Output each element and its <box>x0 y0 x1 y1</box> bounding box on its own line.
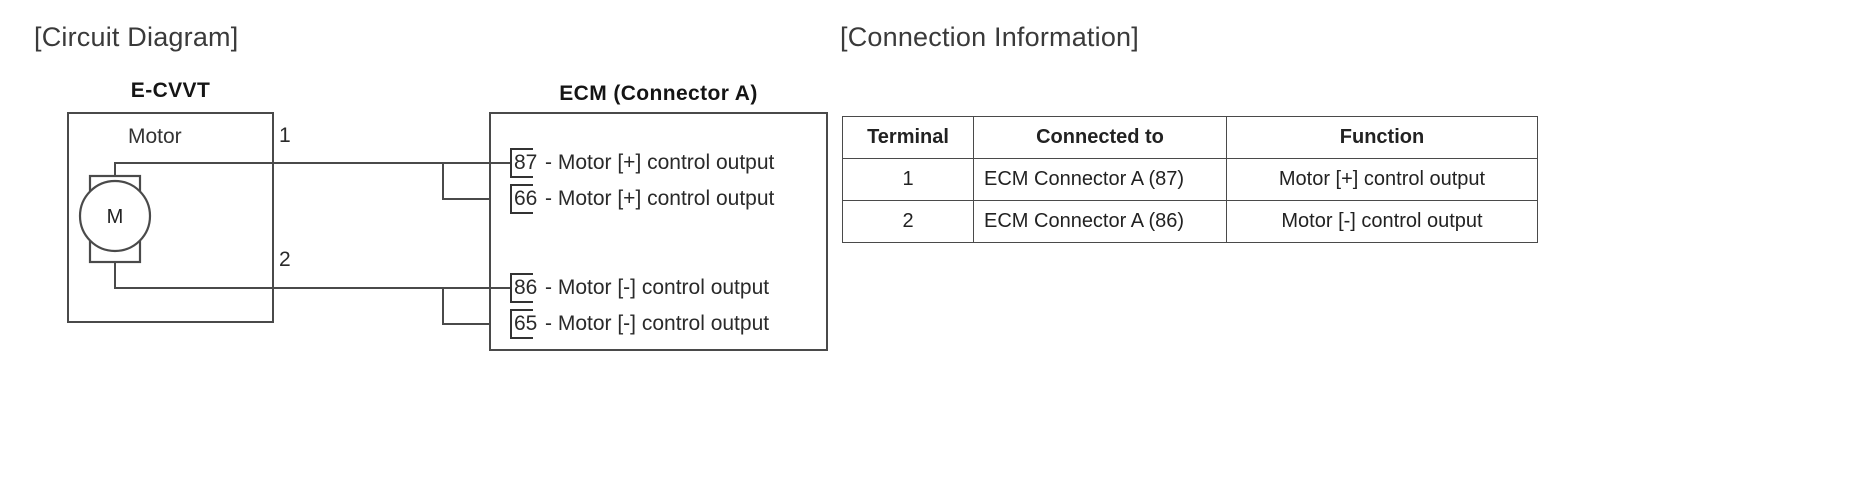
ecm-pin-row-66: 66 - Motor [+] control output <box>510 184 774 214</box>
terminal-number-2: 2 <box>279 248 291 271</box>
ecm-pin-row-87: 87 - Motor [+] control output <box>510 148 774 178</box>
cell-function: Motor [+] control output <box>1226 158 1538 201</box>
connection-information-table: Terminal Connected to Function 1 ECM Con… <box>842 116 1538 243</box>
cell-terminal: 1 <box>842 158 974 201</box>
motor-inner-label: Motor <box>128 125 182 148</box>
connection-information-header: [Connection Information] <box>840 22 1139 52</box>
pin-bracket-icon: 65 <box>510 309 538 339</box>
pin-bracket-icon: 66 <box>510 184 538 214</box>
cell-function: Motor [-] control output <box>1226 200 1538 243</box>
table-row: 2 ECM Connector A (86) Motor [-] control… <box>842 200 1538 243</box>
ecm-caption: ECM (Connector A) <box>559 82 758 105</box>
column-header-function: Function <box>1226 116 1538 159</box>
wire-branch-positive <box>441 163 490 201</box>
wire-motor-positive <box>113 161 273 175</box>
motor-circle <box>78 179 152 253</box>
pin-description: - Motor [-] control output <box>545 312 770 335</box>
pin-description: - Motor [-] control output <box>545 276 770 299</box>
pin-number: 65 <box>514 312 538 335</box>
pin-number: 87 <box>514 151 538 174</box>
circuit-diagram-graphic <box>66 111 829 352</box>
pin-number: 86 <box>514 276 538 299</box>
ecvvt-caption: E-CVVT <box>130 79 211 102</box>
column-header-terminal: Terminal <box>842 116 974 159</box>
pin-description: - Motor [+] control output <box>545 187 775 210</box>
wire-branch-negative <box>441 288 490 326</box>
table-header-row: Terminal Connected to Function <box>842 116 1538 159</box>
ecm-pin-row-65: 65 - Motor [-] control output <box>510 309 769 339</box>
pin-bracket-icon: 87 <box>510 148 538 178</box>
circuit-diagram-header: [Circuit Diagram] <box>34 22 239 52</box>
cell-connected-to: ECM Connector A (86) <box>973 200 1227 243</box>
table-row: 1 ECM Connector A (87) Motor [+] control… <box>842 158 1538 201</box>
cell-connected-to: ECM Connector A (87) <box>973 158 1227 201</box>
ecvvt-enclosure <box>66 111 275 324</box>
pin-bracket-icon: 86 <box>510 273 538 303</box>
wire-motor-negative <box>113 262 273 290</box>
ecm-enclosure <box>488 111 829 352</box>
ecm-pin-row-86: 86 - Motor [-] control output <box>510 273 769 303</box>
cell-terminal: 2 <box>842 200 974 243</box>
terminal-number-1: 1 <box>279 124 291 147</box>
motor-symbol-letter: M <box>106 206 124 228</box>
column-header-connected-to: Connected to <box>973 116 1227 159</box>
pin-description: - Motor [+] control output <box>545 151 775 174</box>
pin-number: 66 <box>514 187 538 210</box>
